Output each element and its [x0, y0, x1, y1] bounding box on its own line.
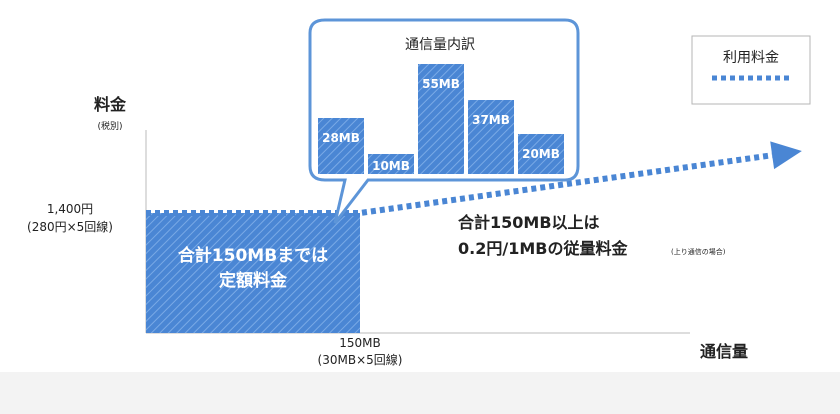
- legend-box: [691, 35, 811, 105]
- overage-text-1: 合計150MB以上は: [458, 213, 600, 232]
- inset-bar: [518, 134, 564, 174]
- fee-line-arrowhead: [770, 141, 802, 170]
- inset-bar: [368, 154, 414, 174]
- overage-note: (上り通信の場合): [671, 247, 726, 256]
- inset-bar: [418, 64, 464, 174]
- x-tick-label: 150MB: [339, 336, 381, 350]
- inset-bar-label: 55MB: [422, 77, 460, 91]
- inset-bar: [318, 118, 364, 174]
- y-tick-sublabel: (280円×5回線): [27, 219, 113, 234]
- y-tick-label: 1,400円: [47, 202, 93, 216]
- inset-bar-label: 28MB: [322, 131, 360, 145]
- overage-text-2: 0.2円/1MBの従量料金: [458, 239, 628, 258]
- inset-bars: 28MB 10MB 55MB 37MB 20MB: [318, 64, 564, 174]
- y-axis-label: 料金: [94, 95, 127, 114]
- inset-bar-label: 20MB: [522, 147, 560, 161]
- flat-fee-text-2: 定額料金: [219, 270, 288, 291]
- flat-fee-text-1: 合計150MBまでは: [178, 245, 328, 266]
- inset-bar: [468, 100, 514, 174]
- x-tick-sublabel: (30MB×5回線): [318, 352, 403, 367]
- x-axis-label: 通信量: [700, 342, 748, 361]
- inset-bar-label: 10MB: [372, 159, 410, 173]
- inset-bar-label: 37MB: [472, 113, 510, 127]
- legend-label: 利用料金: [723, 50, 779, 66]
- flat-fee-area: [146, 213, 360, 333]
- y-axis-sublabel: (税別): [97, 120, 122, 132]
- inset-title: 通信量内訳: [405, 37, 475, 53]
